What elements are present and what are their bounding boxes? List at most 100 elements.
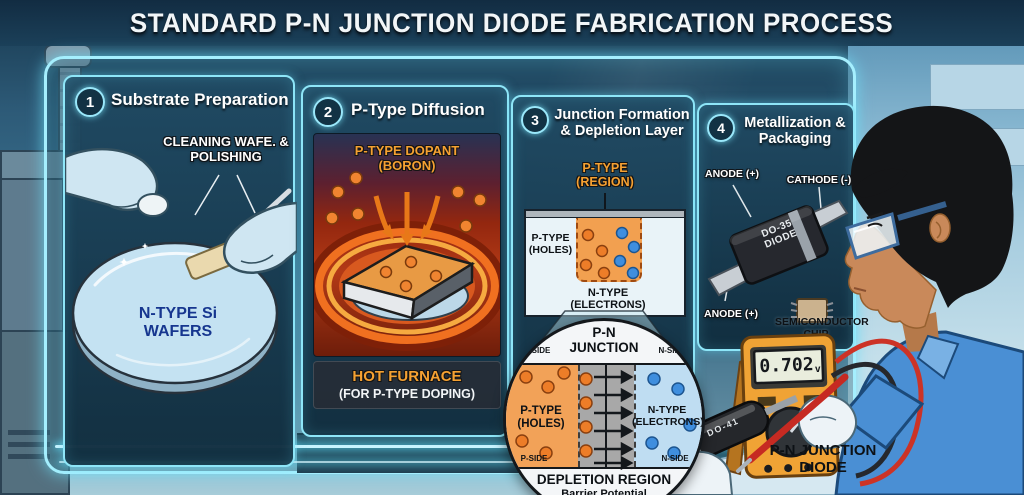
probe-icon	[746, 390, 830, 464]
hole-dot-icon	[515, 366, 593, 460]
meter-display	[752, 347, 825, 385]
pointer-line	[732, 184, 752, 218]
diode-lead-icon	[764, 394, 799, 416]
pointer-line	[236, 174, 256, 214]
wall-shelf	[930, 64, 1024, 110]
glow-line	[59, 461, 765, 463]
gloved-hand-icon	[65, 147, 169, 217]
step-panel-substrate-preparation: 1 Substrate Preparation N-TYPE Si WAFERS…	[63, 75, 297, 467]
step-number: 4	[717, 120, 725, 136]
n-side-label: N-SIDE	[658, 346, 686, 355]
anode-label: ANODE (+)	[705, 168, 759, 180]
furnace-illustration: P-TYPE DOPANT (BORON)	[313, 133, 501, 357]
safety-goggles-icon	[845, 212, 900, 260]
n-side-label-bottom: N-SIDE	[661, 454, 689, 463]
step-title: P-Type Diffusion	[351, 100, 485, 119]
p-type-label: P-TYPE (HOLES)	[517, 405, 565, 430]
pointer-line	[818, 186, 822, 210]
probe-tip	[736, 458, 752, 473]
p-side-label-bottom: P-SIDE	[520, 454, 548, 463]
step-number-badge: 3	[521, 106, 549, 134]
cathode-label: CATHODE (-)	[786, 174, 852, 186]
cleaning-label: CLEANING WAFE. & POLISHING	[163, 134, 289, 164]
eye	[867, 222, 883, 227]
meter-unit: v	[814, 363, 821, 376]
sleeve	[839, 374, 925, 451]
gloved-hand-icon	[185, 188, 297, 280]
step-title: Junction Formation & Depletion Layer	[554, 107, 690, 140]
oxide-strip	[526, 211, 684, 218]
field-arrow-icon	[594, 369, 634, 471]
step-number: 2	[323, 103, 333, 121]
wafer-highlight	[115, 337, 251, 367]
doped-wafer-slab-icon	[340, 244, 476, 321]
glow-line	[55, 445, 749, 448]
step-number: 1	[85, 93, 95, 111]
dopant-dot-icon	[325, 171, 487, 233]
collar	[916, 334, 960, 380]
furnace-label: HOT FURNACE	[352, 368, 462, 386]
goggle-strap	[897, 201, 947, 221]
technician-illustration	[640, 105, 1024, 495]
pointer-lines	[194, 174, 256, 216]
n-type-label: N-TYPE (ELECTRONS)	[632, 404, 704, 428]
sparkle-icon: ✦	[119, 257, 129, 269]
junction-diagram-box: P-TYPE (HOLES) N-TYPE (ELECTRONS)	[524, 209, 686, 317]
anode-label-bottom: ANODE (+)	[704, 308, 758, 320]
dopant-dot-icon	[379, 255, 443, 293]
lab-machine-body	[0, 178, 64, 332]
furnace-sublabel: (FOR P-TYPE DOPING)	[338, 386, 476, 401]
meter-value: 0.702	[759, 353, 814, 377]
electron-dot-icon	[645, 372, 697, 460]
pn-junction-title: P-N JUNCTION	[569, 325, 639, 356]
junction-magnifier-circle: P-N JUNCTION P-SIDE N-SIDE P-TYPE (HOLES…	[503, 318, 705, 495]
sparkle-icon: ✦	[141, 242, 149, 251]
technician	[834, 105, 1024, 495]
wafer-highlight	[93, 251, 199, 287]
page-title: STANDARD P-N JUNCTION DIODE FABRICATION …	[130, 7, 894, 38]
dopant-label: P-TYPE DOPANT (BORON)	[354, 143, 460, 173]
probe-icon	[822, 373, 849, 398]
step-number-badge: 2	[313, 97, 343, 127]
hair-fringe	[852, 168, 908, 198]
step-number-badge: 1	[75, 87, 105, 117]
pointer-line	[604, 193, 606, 209]
n-type-electrons-label: N-TYPE (ELECTRONS)	[570, 287, 646, 312]
semiconductor-chip-icon	[790, 298, 834, 323]
pointer-line	[194, 174, 220, 216]
diode-caption: P-N JUNCTION DIODE	[769, 442, 877, 476]
hole-dot-icon	[579, 228, 611, 280]
junction-detail-graphics	[515, 365, 697, 471]
p-side-label: P-SIDE	[523, 346, 551, 355]
eyebrow	[866, 211, 884, 220]
vent-slot	[8, 442, 50, 447]
electron-dot-icon	[613, 226, 641, 280]
boundary-dashed-line	[578, 365, 580, 467]
wafer-illustration	[71, 241, 279, 395]
title-band: STANDARD P-N JUNCTION DIODE FABRICATION …	[0, 0, 1024, 46]
p-type-holes-label: P-TYPE (HOLES)	[528, 232, 573, 256]
boundary-dashed-line	[634, 365, 636, 467]
step-number: 3	[531, 112, 539, 128]
diffusion-arrow-icon	[373, 192, 441, 246]
cleaning-cloth-icon	[137, 193, 169, 217]
wafer-label: N-TYPE Si WAFERS	[138, 305, 218, 341]
wafer-surface	[71, 241, 279, 385]
mouth	[853, 287, 867, 292]
step-title: Metallization & Packaging	[744, 115, 846, 148]
meter-button	[757, 396, 776, 407]
cleaning-hands-illustration	[65, 147, 297, 280]
vent-slot	[8, 454, 50, 459]
step-number-badge: 4	[707, 114, 735, 142]
step-panel-p-type-diffusion: 2 P-Type Diffusion	[301, 85, 509, 437]
do35-package-icon	[729, 205, 829, 285]
barrier-potential-label: Barrier Potential	[561, 488, 647, 495]
furnace-caption-bar: HOT FURNACE (FOR P-TYPE DOPING)	[313, 361, 501, 409]
step-panel-metallization-packaging: 4 Metallization & Packaging ANODE (+) CA…	[697, 103, 869, 351]
step-title: Substrate Preparation	[111, 90, 289, 109]
glove-icon	[797, 394, 857, 450]
furnace-scene	[314, 171, 500, 351]
p-region-label: P-TYPE (REGION)	[576, 161, 634, 189]
vent-slot	[8, 430, 50, 435]
